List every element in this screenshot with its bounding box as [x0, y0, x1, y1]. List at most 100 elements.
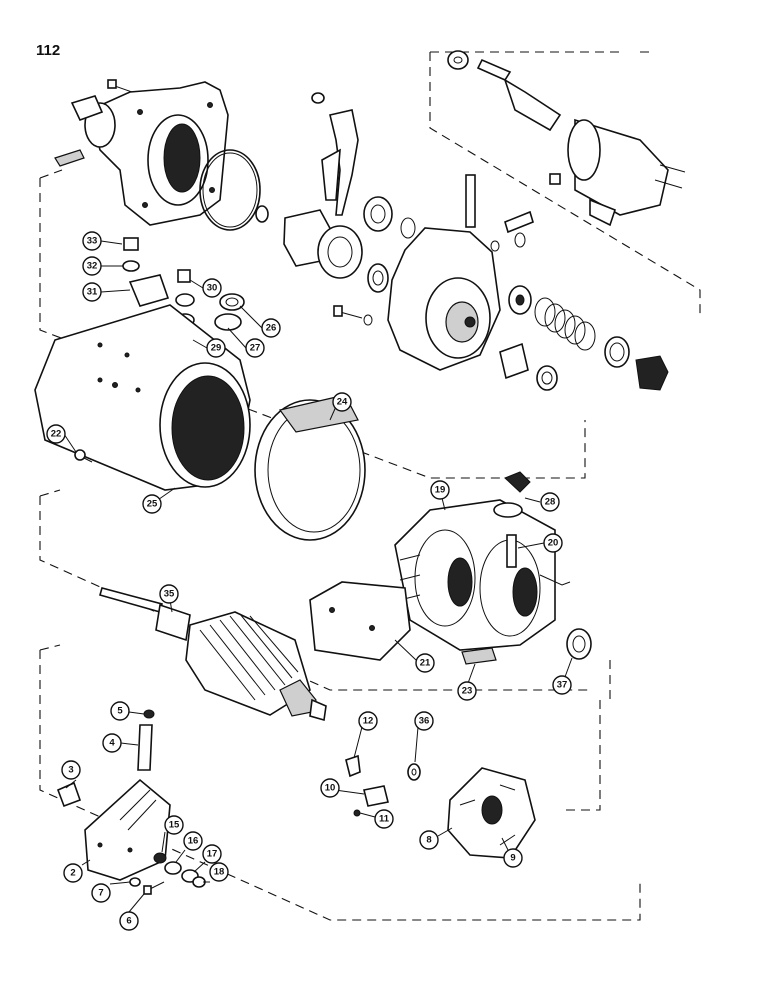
callout-30: 30 [202, 278, 222, 298]
terminal-nut-30 [177, 269, 191, 283]
svg-text:32: 32 [87, 261, 98, 272]
drive-housing [84, 81, 229, 226]
callout-24: 24 [332, 392, 352, 412]
field-coils [394, 499, 556, 651]
insulating-paper [461, 647, 497, 665]
svg-text:17: 17 [207, 849, 218, 860]
field-terminal-stud [506, 534, 571, 586]
callout-21: 21 [415, 653, 435, 673]
callout-17: 17 [202, 844, 222, 864]
svg-text:18: 18 [214, 867, 225, 878]
callout-18: 18 [209, 862, 229, 882]
callout-16: 16 [183, 831, 203, 851]
small-oring [400, 217, 416, 239]
shift-fork [311, 92, 359, 216]
housing-plug [54, 149, 85, 167]
solenoid-plunger [476, 58, 562, 132]
callout-5: 5 [110, 701, 130, 721]
screw-11 [353, 809, 361, 817]
washer-16 [164, 861, 182, 875]
plunger-pin [490, 210, 534, 252]
svg-text:11: 11 [379, 814, 390, 825]
svg-text:4: 4 [109, 738, 115, 749]
callout-32: 32 [82, 256, 102, 276]
field-frame [34, 304, 251, 491]
armature [99, 587, 327, 722]
svg-text:28: 28 [545, 497, 556, 508]
solenoid-case [387, 227, 501, 371]
housing-screw [107, 79, 133, 93]
callout-2: 2 [63, 863, 83, 883]
brush-10 [363, 785, 389, 807]
frame-screw-22 [74, 449, 93, 463]
washer-7 [129, 877, 141, 887]
through-bolt-4 [137, 724, 153, 771]
callout-11: 11 [374, 809, 394, 829]
callout-28: 28 [540, 492, 560, 512]
solenoid-washer [447, 50, 469, 70]
svg-text:23: 23 [462, 686, 473, 697]
small-washer-top [255, 205, 269, 223]
svg-text:26: 26 [266, 323, 277, 334]
callout-7: 7 [91, 883, 111, 903]
svg-text:21: 21 [420, 658, 431, 669]
pole-shoe [309, 581, 411, 661]
brush-plate [447, 767, 536, 859]
svg-text:5: 5 [117, 706, 123, 717]
solenoid-body [567, 118, 686, 227]
callout-23: 23 [457, 681, 477, 701]
svg-text:16: 16 [188, 836, 199, 847]
brush-holder-12 [345, 754, 361, 778]
thrust-washer [367, 263, 389, 293]
svg-text:22: 22 [51, 429, 62, 440]
return-spring [534, 297, 596, 351]
callout-29: 29 [206, 338, 226, 358]
callout-19: 19 [430, 480, 450, 500]
svg-text:36: 36 [419, 716, 430, 727]
housing-bushing [70, 95, 104, 122]
o-ring [199, 149, 261, 231]
insulator-26 [219, 293, 245, 311]
terminal-hardware-28 [493, 471, 531, 518]
nut-5 [143, 709, 155, 719]
svg-text:31: 31 [87, 287, 98, 298]
terminal-strap-31 [128, 274, 170, 307]
svg-text:27: 27 [250, 343, 261, 354]
screw-6 [143, 881, 165, 895]
svg-text:2: 2 [70, 868, 75, 879]
group-outline-bottom [39, 644, 641, 921]
plunger-seal [604, 336, 630, 368]
svg-text:35: 35 [164, 589, 175, 600]
svg-text:6: 6 [126, 916, 131, 927]
svg-text:3: 3 [68, 765, 73, 776]
washer-36 [407, 763, 421, 781]
callout-27: 27 [245, 338, 265, 358]
bearing-ring-37 [566, 628, 592, 660]
callout-4: 4 [102, 733, 122, 753]
svg-text:9: 9 [510, 853, 515, 864]
callout-35: 35 [159, 584, 179, 604]
svg-text:29: 29 [211, 343, 222, 354]
svg-text:15: 15 [169, 820, 180, 831]
plunger-bushing [536, 365, 558, 391]
page-number: 112 [36, 42, 61, 59]
callout-12: 12 [358, 711, 378, 731]
callout-10: 10 [320, 778, 340, 798]
callout-8: 8 [419, 830, 439, 850]
plunger-sleeve [499, 342, 529, 380]
solenoid-nut [549, 173, 561, 185]
case-screw [333, 305, 373, 326]
svg-text:8: 8 [426, 835, 431, 846]
svg-text:24: 24 [337, 397, 348, 408]
commutator-end-frame [84, 778, 171, 881]
svg-text:25: 25 [147, 499, 158, 510]
callout-6: 6 [119, 911, 139, 931]
plunger-ring [508, 285, 532, 315]
terminal-washer-32 [122, 260, 140, 272]
pivot-pin [465, 174, 476, 228]
svg-text:7: 7 [98, 888, 103, 899]
callout-9: 9 [503, 848, 523, 868]
callout-37: 37 [552, 675, 572, 695]
svg-text:12: 12 [363, 716, 374, 727]
